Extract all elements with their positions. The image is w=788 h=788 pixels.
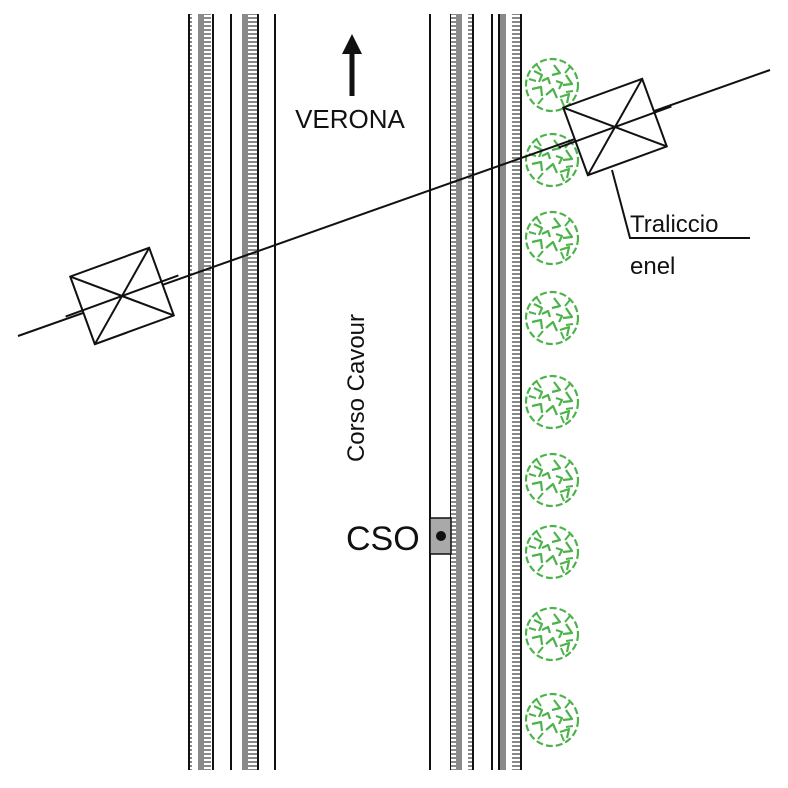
street-name-label: Corso Cavour	[343, 314, 370, 462]
right-curb-hatch-inner	[451, 14, 473, 770]
pylon-callout-leader	[611, 169, 750, 239]
tree-canopy-icon	[524, 452, 580, 508]
arrow-up-icon	[342, 34, 362, 96]
left-curb-hatch-outer	[189, 14, 211, 770]
tree-canopy-icon	[524, 210, 580, 266]
pylon-cross-icon	[65, 246, 179, 346]
pylon-label-line2: enel	[630, 253, 675, 280]
tree-canopy-icon	[524, 692, 580, 748]
tree-row	[524, 57, 580, 748]
left-curb-hatch-inner	[236, 14, 258, 770]
tree-canopy-icon	[524, 524, 580, 580]
pylon-label-line1: Traliccio	[630, 211, 718, 238]
tree-canopy-icon	[524, 374, 580, 430]
right-sidewalk	[429, 14, 522, 770]
pylon-cross-icon	[558, 77, 672, 177]
tree-canopy-icon	[524, 606, 580, 662]
direction-label: VERONA	[295, 104, 405, 134]
tree-canopy-icon	[524, 290, 580, 346]
tree-canopy-icon	[524, 57, 580, 113]
left-sidewalk	[188, 14, 276, 770]
cso-point-icon	[429, 517, 452, 555]
tree-canopy-icon	[524, 132, 580, 188]
cso-label: CSO	[346, 520, 420, 558]
right-curb-hatch-outer	[499, 14, 521, 770]
